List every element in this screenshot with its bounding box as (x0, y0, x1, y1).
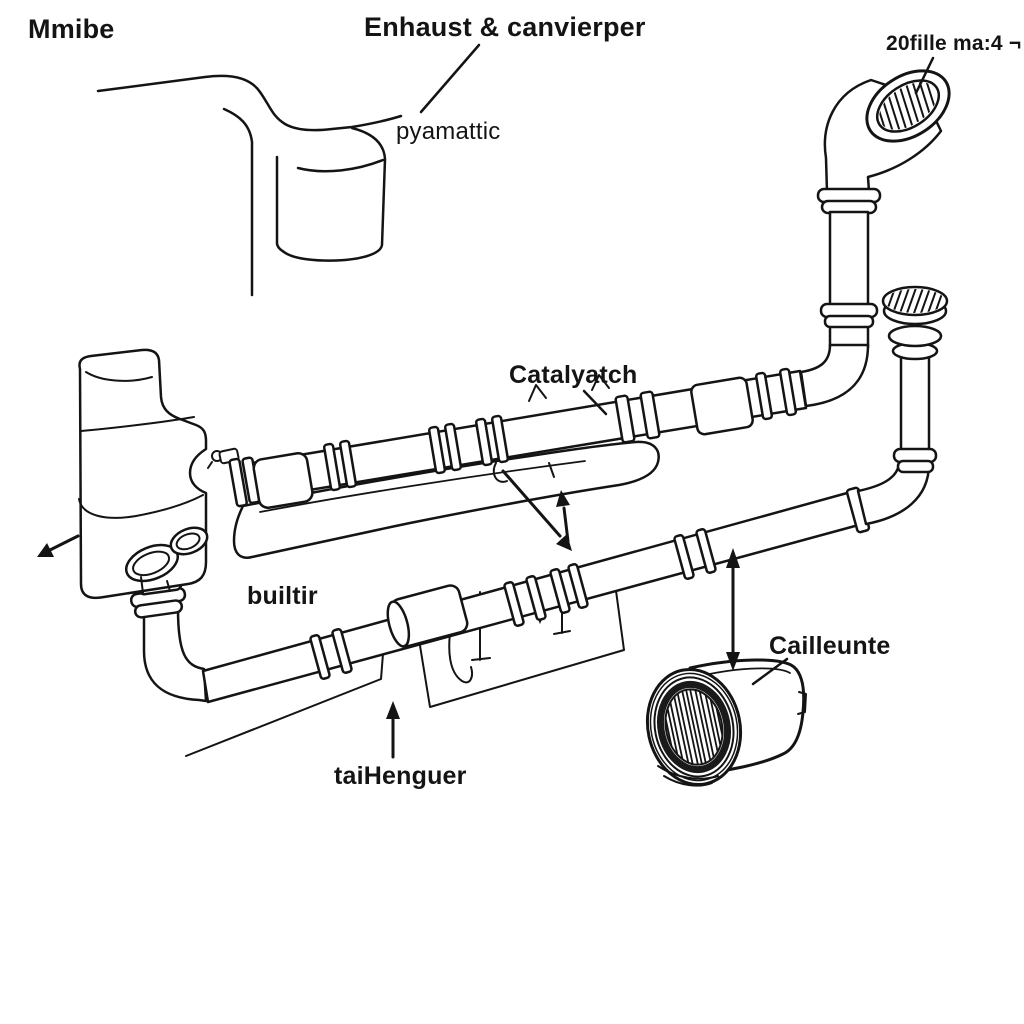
muffler-out-arrow (37, 534, 80, 557)
label-inlet-tip: 20fille ma:4 ¬ (886, 32, 1022, 55)
label-muffler-area: builtir (247, 582, 318, 610)
label-header-sub: pyamattic (396, 118, 501, 145)
substrate-double-arrow (726, 548, 740, 671)
label-exhaust-header: Enhaust & canvierper (364, 12, 646, 42)
muffler-drawing (78, 348, 240, 600)
page-title: Mmibe (28, 14, 115, 44)
tailpipe-run-drawing (129, 462, 931, 704)
tailpipe-up-arrow (386, 701, 400, 759)
leader-lines (419, 43, 935, 686)
rain-cap-tailpipe-drawing (881, 285, 949, 474)
label-catalytic: Catalyatch (509, 361, 638, 389)
catalyst-substrate-drawing (645, 658, 807, 787)
label-tailpipe: taiHenguer (334, 762, 467, 790)
body-panel-drawing (96, 74, 403, 297)
hanger-double-arrow (501, 469, 572, 551)
intermediate-pipe-drawing (228, 367, 808, 510)
downpipe-drawing (799, 69, 951, 408)
label-substrate: Cailleunte (769, 632, 891, 660)
